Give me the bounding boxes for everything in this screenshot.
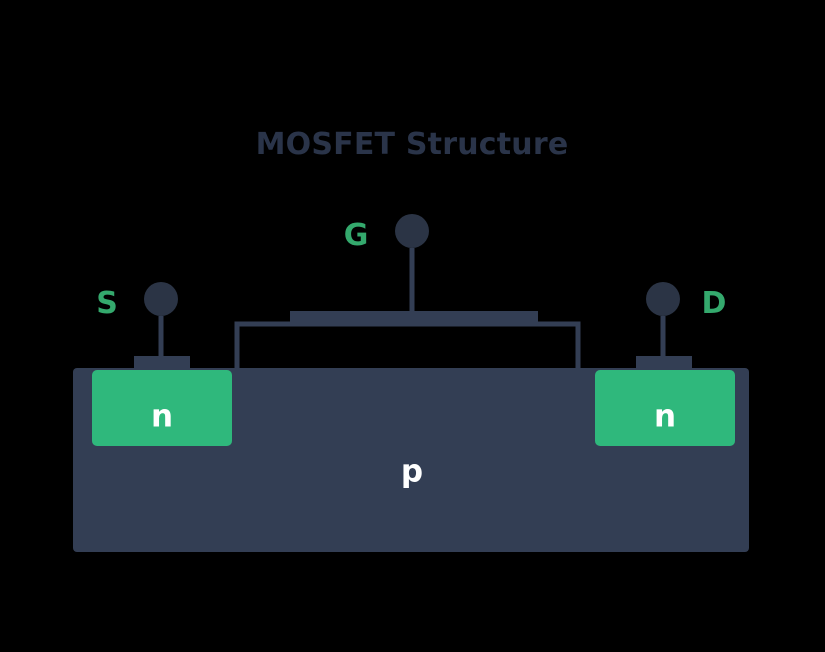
source-n-region (92, 370, 232, 446)
substrate-region-label: p (401, 454, 423, 490)
drain-region-label: n (654, 399, 676, 435)
p-substrate-region (73, 368, 749, 552)
source-contact-pad (134, 356, 190, 370)
gate-terminal-group[interactable] (395, 214, 429, 313)
drain-terminal-group[interactable] (636, 282, 692, 370)
drain-n-region (595, 370, 735, 446)
page-title: MOSFET Structure (256, 127, 569, 162)
drain-contact-pad (636, 356, 692, 370)
source-terminal-dot[interactable] (144, 282, 178, 316)
source-terminal-label: S (96, 286, 118, 321)
source-terminal-group[interactable] (134, 282, 190, 370)
gate-terminal-label: G (344, 218, 369, 253)
drain-terminal-dot[interactable] (646, 282, 680, 316)
drain-terminal-label: D (702, 286, 727, 321)
gate-metal-plate (290, 311, 538, 324)
gate-terminal-dot[interactable] (395, 214, 429, 248)
source-region-label: n (151, 399, 173, 435)
